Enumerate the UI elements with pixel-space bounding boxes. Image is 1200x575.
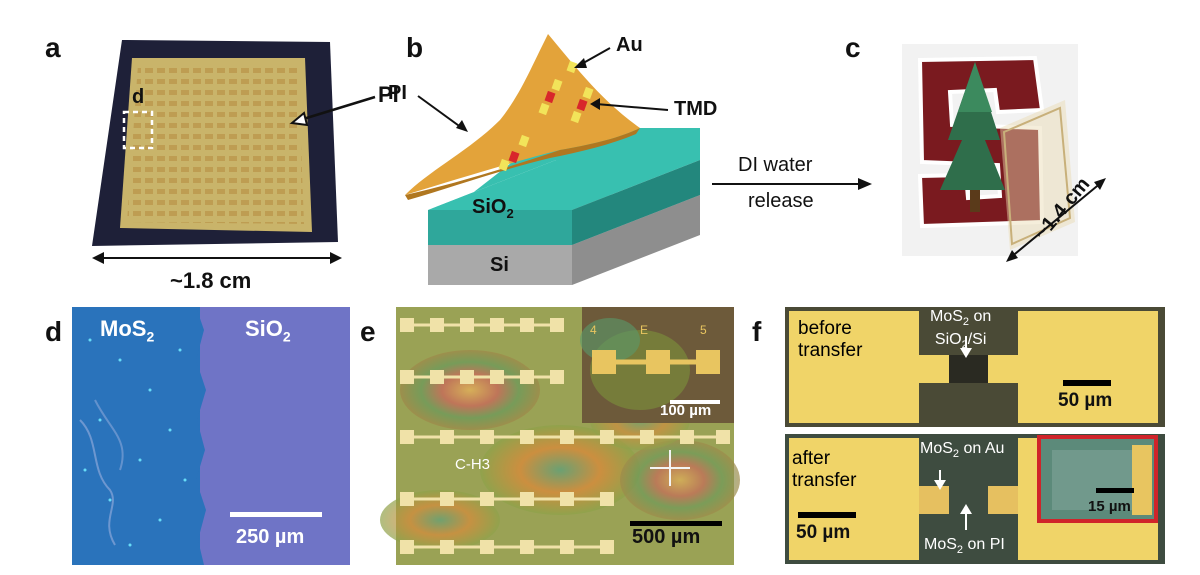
- panel-label-f: f: [752, 316, 762, 347]
- pi-label-b: PI: [388, 82, 407, 104]
- au-label: Au: [616, 34, 643, 56]
- svg-text:4: 4: [590, 323, 597, 337]
- panel-label-d: d: [45, 316, 63, 347]
- inset-d-marker: d: [132, 86, 145, 108]
- panel-label-a: a: [45, 32, 61, 63]
- pi-label-a: PI: [378, 82, 399, 107]
- before-transfer-label-line2: transfer: [798, 340, 863, 361]
- release-label-line1: DI water: [738, 154, 813, 176]
- schematic-peeling-diagram: [405, 34, 700, 285]
- mos2-label-d: MoS2: [100, 316, 155, 345]
- release-label-line2: release: [748, 190, 814, 212]
- inset-scale-label-e: 100 µm: [660, 402, 712, 419]
- panel-label-e: e: [360, 316, 376, 347]
- mos2-on-pi-label: MoS2 on PI: [924, 536, 1005, 557]
- release-arrow: [712, 178, 872, 190]
- scale-bar-label-d: 250 µm: [236, 526, 305, 548]
- svg-text:E: E: [640, 323, 648, 337]
- marker-label-e: C-H3: [455, 456, 491, 473]
- pi-film-on-substrate-photo: [92, 40, 338, 246]
- before-transfer-label-line1: before: [798, 318, 852, 339]
- scale-bar-label-e: 500 µm: [632, 526, 701, 548]
- tmd-label: TMD: [674, 98, 718, 120]
- dimension-label-a: ~1.8 cm: [170, 268, 252, 293]
- inset-scale-label-f: 15 µm: [1088, 498, 1131, 515]
- si-label-b: Si: [490, 254, 509, 276]
- optical-micrograph-e: 4 E 5: [380, 307, 740, 565]
- stanford-logo-photo: [902, 44, 1106, 262]
- scale-bar-label-f-top: 50 µm: [1058, 390, 1113, 411]
- pi-arrow-a: [289, 95, 376, 127]
- after-transfer-label-line1: after: [792, 448, 831, 469]
- scale-bar-label-f-bottom: 50 µm: [796, 522, 851, 543]
- mos2-on-au-label: MoS2 on Au: [920, 440, 1005, 461]
- optical-micrograph-d: [72, 307, 350, 565]
- after-transfer-label-line2: transfer: [792, 470, 857, 491]
- panel-label-b: b: [406, 32, 424, 63]
- mos2-on-sio2-label: MoS2 on SiO2/Si: [930, 308, 992, 352]
- sio2-label-b: SiO2: [472, 196, 514, 221]
- panel-label-c: c: [845, 32, 861, 63]
- sio2-label-d: SiO2: [245, 316, 291, 345]
- dimension-arrow-a: [92, 252, 342, 264]
- svg-text:5: 5: [700, 323, 707, 337]
